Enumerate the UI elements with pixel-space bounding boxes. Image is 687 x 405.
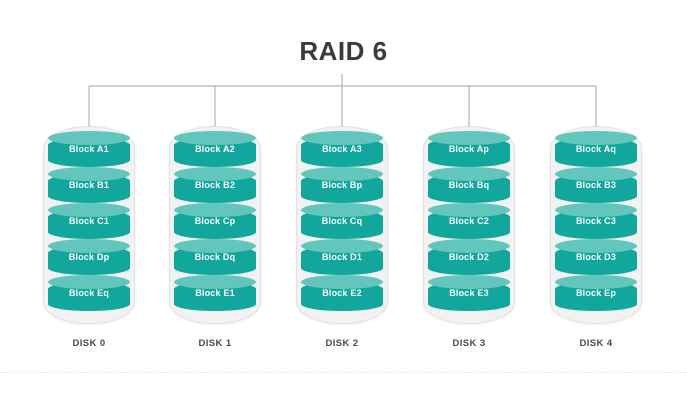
cylinder-top-ellipse <box>48 239 130 253</box>
cylinder-top-ellipse <box>48 275 130 289</box>
block-label: Block C3 <box>575 216 617 226</box>
cylinder-top-ellipse <box>48 131 130 145</box>
block-label: Block Ep <box>575 288 617 298</box>
block-label: Block Ap <box>448 144 490 154</box>
block-label: Block A3 <box>322 144 362 154</box>
cylinder-top-ellipse <box>174 203 256 217</box>
block-label: Block E3 <box>449 288 489 298</box>
block-label: Block C2 <box>448 216 490 226</box>
block-cylinder[interactable]: Block B2 <box>174 167 256 207</box>
block-cylinder[interactable]: Block B1 <box>48 167 130 207</box>
block-cylinder[interactable]: Block Dp <box>48 239 130 279</box>
disk-label: DISK 4 <box>579 338 613 349</box>
block-label: Block B2 <box>194 180 236 190</box>
block-cylinder[interactable]: Block A1 <box>48 131 130 171</box>
block-cylinder[interactable]: Block A3 <box>301 131 383 171</box>
disk-stack-1[interactable]: Block A2 Block B2 Block Cp Block Dq Block E1… <box>163 126 267 366</box>
block-cylinder-group: Block Aq Block B3 Block C3 Block D3 Block Ep <box>555 131 637 319</box>
block-cylinder[interactable]: Block Ep <box>555 275 637 315</box>
disk-stack-4[interactable]: Block Aq Block B3 Block C3 Block D3 Block Ep… <box>544 126 648 366</box>
block-label: Block Dq <box>194 252 236 262</box>
cylinder-top-ellipse <box>174 275 256 289</box>
cylinder-top-ellipse <box>174 239 256 253</box>
block-cylinder[interactable]: Block C3 <box>555 203 637 243</box>
block-cylinder[interactable]: Block Cq <box>301 203 383 243</box>
block-cylinder-group: Block A1 Block B1 Block C1 Block Dp Block Eq <box>48 131 130 319</box>
block-label: Block B3 <box>575 180 617 190</box>
disk-stack-0[interactable]: Block A1 Block B1 Block C1 Block Dp Block Eq… <box>37 126 141 366</box>
block-label: Block B1 <box>68 180 110 190</box>
cylinder-top-ellipse <box>428 239 510 253</box>
block-cylinder[interactable]: Block D3 <box>555 239 637 279</box>
cylinder-top-ellipse <box>301 167 383 181</box>
cylinder-top-ellipse <box>428 203 510 217</box>
block-cylinder[interactable]: Block Eq <box>48 275 130 315</box>
block-label: Block C1 <box>68 216 110 226</box>
cylinder-top-ellipse <box>428 275 510 289</box>
block-cylinder[interactable]: Block Cp <box>174 203 256 243</box>
block-cylinder[interactable]: Block B3 <box>555 167 637 207</box>
block-label: Block E1 <box>195 288 235 298</box>
block-cylinder[interactable]: Block E1 <box>174 275 256 315</box>
block-label: Block D3 <box>575 252 617 262</box>
block-label: Block Eq <box>68 288 110 298</box>
cylinder-top-ellipse <box>301 203 383 217</box>
cylinder-top-ellipse <box>555 167 637 181</box>
block-cylinder-group: Block Ap Block Bq Block C2 Block D2 Block E3 <box>428 131 510 319</box>
cylinder-top-ellipse <box>48 167 130 181</box>
block-cylinder[interactable]: Block Ap <box>428 131 510 171</box>
block-label: Block A1 <box>69 144 109 154</box>
block-cylinder[interactable]: Block Dq <box>174 239 256 279</box>
diagram-title: RAID 6 <box>299 36 388 66</box>
block-cylinder[interactable]: Block A2 <box>174 131 256 171</box>
block-cylinder[interactable]: Block C1 <box>48 203 130 243</box>
block-cylinder[interactable]: Block Bp <box>301 167 383 207</box>
cylinder-top-ellipse <box>301 275 383 289</box>
block-cylinder[interactable]: Block C2 <box>428 203 510 243</box>
block-label: Block E2 <box>322 288 362 298</box>
disk-label: DISK 0 <box>72 338 106 349</box>
bottom-divider <box>0 372 687 374</box>
disk-stacks-row: Block A1 Block B1 Block C1 Block Dp Block Eq… <box>0 126 687 366</box>
disk-label: DISK 1 <box>198 338 232 349</box>
disk-label: DISK 3 <box>452 338 486 349</box>
block-label: Block D1 <box>321 252 363 262</box>
block-label: Block D2 <box>448 252 490 262</box>
cylinder-top-ellipse <box>174 131 256 145</box>
disk-label: DISK 2 <box>325 338 359 349</box>
cylinder-top-ellipse <box>555 275 637 289</box>
block-cylinder[interactable]: Block E2 <box>301 275 383 315</box>
cylinder-top-ellipse <box>48 203 130 217</box>
block-cylinder-group: Block A3 Block Bp Block Cq Block D1 Block E2 <box>301 131 383 319</box>
cylinder-top-ellipse <box>428 167 510 181</box>
disk-stack-2[interactable]: Block A3 Block Bp Block Cq Block D1 Block E2… <box>290 126 394 366</box>
cylinder-top-ellipse <box>555 131 637 145</box>
block-label: Block Dp <box>68 252 110 262</box>
block-label: Block A2 <box>195 144 235 154</box>
cylinder-top-ellipse <box>174 167 256 181</box>
cylinder-top-ellipse <box>301 131 383 145</box>
disk-stack-3[interactable]: Block Ap Block Bq Block C2 Block D2 Block E3… <box>417 126 521 366</box>
block-cylinder[interactable]: Block D1 <box>301 239 383 279</box>
block-label: Block Bp <box>321 180 363 190</box>
cylinder-top-ellipse <box>555 239 637 253</box>
block-cylinder[interactable]: Block Bq <box>428 167 510 207</box>
block-label: Block Aq <box>575 144 617 154</box>
cylinder-top-ellipse <box>555 203 637 217</box>
block-label: Block Bq <box>448 180 490 190</box>
block-label: Block Cp <box>194 216 236 226</box>
block-cylinder[interactable]: Block E3 <box>428 275 510 315</box>
cylinder-top-ellipse <box>301 239 383 253</box>
block-cylinder[interactable]: Block D2 <box>428 239 510 279</box>
block-cylinder-group: Block A2 Block B2 Block Cp Block Dq Block E1 <box>174 131 256 319</box>
cylinder-top-ellipse <box>428 131 510 145</box>
block-label: Block Cq <box>321 216 363 226</box>
block-cylinder[interactable]: Block Aq <box>555 131 637 171</box>
